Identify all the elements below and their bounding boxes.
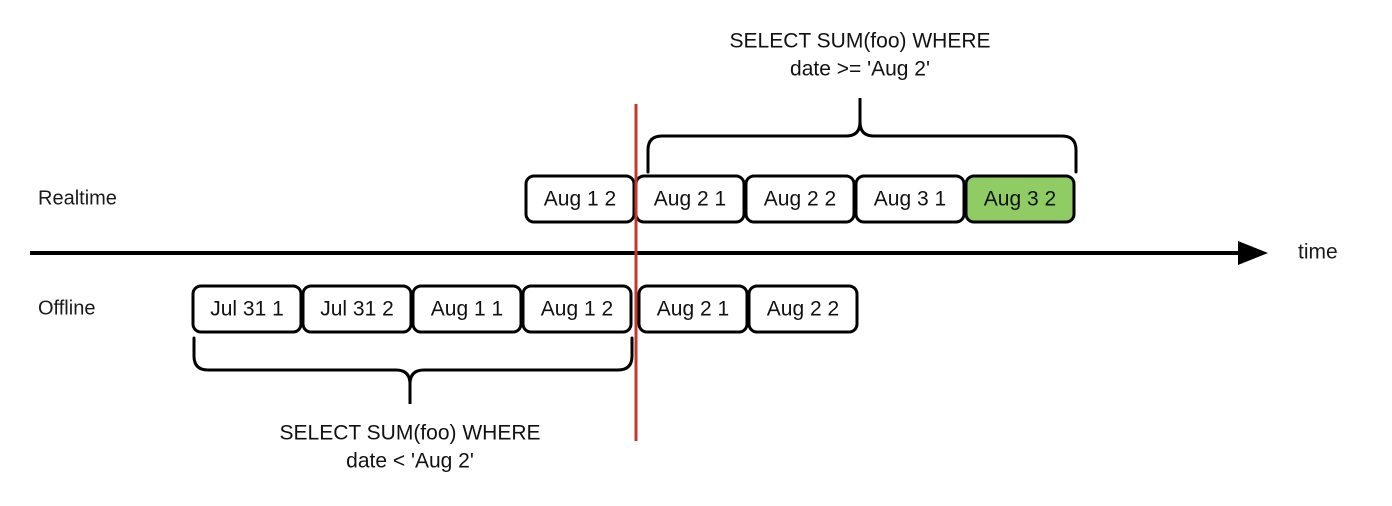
timeline-cell-label: Jul 31 1 (210, 298, 284, 321)
realtime-query-line1: SELECT SUM(foo) WHERE (730, 30, 991, 53)
time-axis-label: time (1298, 241, 1338, 264)
timeline-cell[interactable]: Jul 31 1 (191, 284, 303, 334)
timeline-cell[interactable]: Aug 1 2 (524, 174, 636, 224)
realtime-query-line2: date >= 'Aug 2' (790, 58, 930, 81)
row-label-realtime: Realtime (38, 187, 117, 209)
timeline-cell[interactable]: Aug 2 2 (747, 284, 859, 334)
timeline-cell-rect[interactable] (191, 284, 303, 334)
timeline-cell-label: Aug 2 1 (654, 188, 726, 211)
timeline-cell-rect[interactable] (411, 284, 523, 334)
timeline-cell-label: Aug 2 2 (767, 298, 839, 321)
offline-row: Jul 31 1 Jul 31 2 Aug 1 1 Aug 1 2 Aug 2 … (191, 284, 859, 334)
timeline-cell-label: Aug 1 2 (541, 298, 613, 321)
timeline-cell[interactable]: Aug 2 1 (634, 174, 746, 224)
timeline-cell[interactable]: Aug 2 1 (637, 284, 749, 334)
offline-query-line1: SELECT SUM(foo) WHERE (280, 422, 541, 445)
time-axis-arrow (1238, 241, 1268, 265)
row-label-offline: Offline (38, 297, 95, 319)
timeline-cell-highlighted[interactable]: Aug 3 2 (964, 174, 1076, 224)
timeline-cell-rect-highlighted[interactable] (964, 174, 1076, 224)
timeline-cell-rect[interactable] (524, 174, 636, 224)
realtime-row: Aug 1 2 Aug 2 1 Aug 2 2 Aug 3 1 Aug 3 2 (524, 174, 1076, 224)
timeline-cell[interactable]: Jul 31 2 (301, 284, 413, 334)
offline-query-annotation: SELECT SUM(foo) WHERE date < 'Aug 2' (280, 422, 541, 473)
timeline-cell-rect[interactable] (637, 284, 749, 334)
timeline-cell-rect[interactable] (747, 284, 859, 334)
timeline-cell-rect[interactable] (744, 174, 856, 224)
timeline-cell-label: Aug 1 1 (431, 298, 503, 321)
offline-query-line2: date < 'Aug 2' (346, 450, 474, 473)
timeline-cell-label: Aug 1 2 (544, 188, 616, 211)
timeline-cell-label: Aug 2 2 (764, 188, 836, 211)
timeline-cell-rect[interactable] (521, 284, 633, 334)
timeline-cell-rect[interactable] (854, 174, 966, 224)
timeline-cell-label: Aug 3 1 (874, 188, 946, 211)
time-axis: time (30, 241, 1338, 265)
timeline-cell-label: Aug 3 2 (984, 188, 1056, 211)
realtime-query-annotation: SELECT SUM(foo) WHERE date >= 'Aug 2' (730, 30, 991, 81)
timeline-cell[interactable]: Aug 1 2 (521, 284, 633, 334)
timeline-cell[interactable]: Aug 1 1 (411, 284, 523, 334)
timeline-cell-label: Jul 31 2 (320, 298, 394, 321)
timeline-cell[interactable]: Aug 2 2 (744, 174, 856, 224)
timeline-cell[interactable]: Aug 3 1 (854, 174, 966, 224)
timeline-cell-label: Aug 2 1 (657, 298, 729, 321)
offline-range-brace (192, 336, 634, 404)
realtime-range-brace (646, 98, 1078, 174)
timeline-cell-rect[interactable] (301, 284, 413, 334)
